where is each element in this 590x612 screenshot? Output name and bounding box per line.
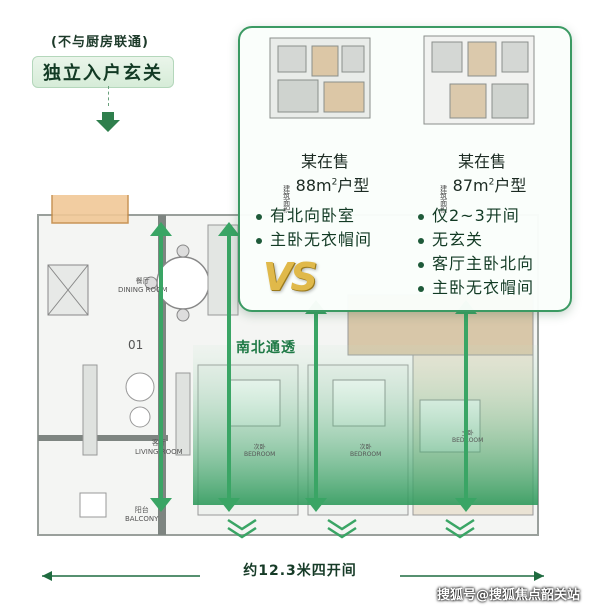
- double-arrow-3: [305, 300, 327, 512]
- left-feature-item: 有北向卧室: [256, 204, 372, 228]
- right-feature-item: 无玄关: [418, 228, 534, 252]
- right-unit-title: 某在售: [457, 152, 506, 171]
- width-label: 约12.3米四开间: [200, 560, 400, 580]
- double-arrow-2: [218, 222, 240, 512]
- room-number: 01: [128, 338, 144, 352]
- left-feature-item: 主卧无衣帽间: [256, 228, 372, 252]
- comparison-plan-left: [269, 37, 371, 119]
- balcony-label: 阳台 BALCONY: [125, 506, 159, 523]
- living-label: 客厅 LIVING ROOM: [135, 439, 183, 456]
- comparison-plan-right: [423, 35, 535, 125]
- kitchen-note: (不与厨房联通): [51, 35, 149, 50]
- watermark: 搜狐号@搜狐焦点韶关站: [436, 588, 580, 603]
- double-arrow-1: [150, 222, 172, 512]
- left-unit-area: 建筑面积 88m2户型: [283, 176, 370, 214]
- right-feature-list: 仅2~3开间 无玄关 客厅主卧北向 主卧无衣帽间: [418, 204, 534, 300]
- right-feature-item: 仅2~3开间: [418, 204, 534, 228]
- down-arrow-icon: [96, 112, 120, 132]
- right-feature-item: 主卧无衣帽间: [418, 276, 534, 300]
- entry-title-tag: 独立入户玄关: [32, 56, 174, 88]
- right-feature-item: 客厅主卧北向: [418, 252, 534, 276]
- left-feature-list: 有北向卧室 主卧无衣帽间: [256, 204, 372, 252]
- vs-badge: VS: [263, 255, 318, 299]
- dining-label: 餐厅 DINING ROOM: [118, 277, 168, 294]
- left-unit-title: 某在售: [300, 152, 349, 171]
- bedroom-label-1: 次卧 BEDROOM: [244, 444, 276, 458]
- double-arrow-4: [455, 300, 477, 512]
- north-south-label: 南北通透: [236, 340, 296, 356]
- entry-connector: [108, 86, 110, 106]
- right-unit-area: 建筑面积 87m2户型: [440, 176, 527, 214]
- bedroom-label-2: 次卧 BEDROOM: [350, 444, 382, 458]
